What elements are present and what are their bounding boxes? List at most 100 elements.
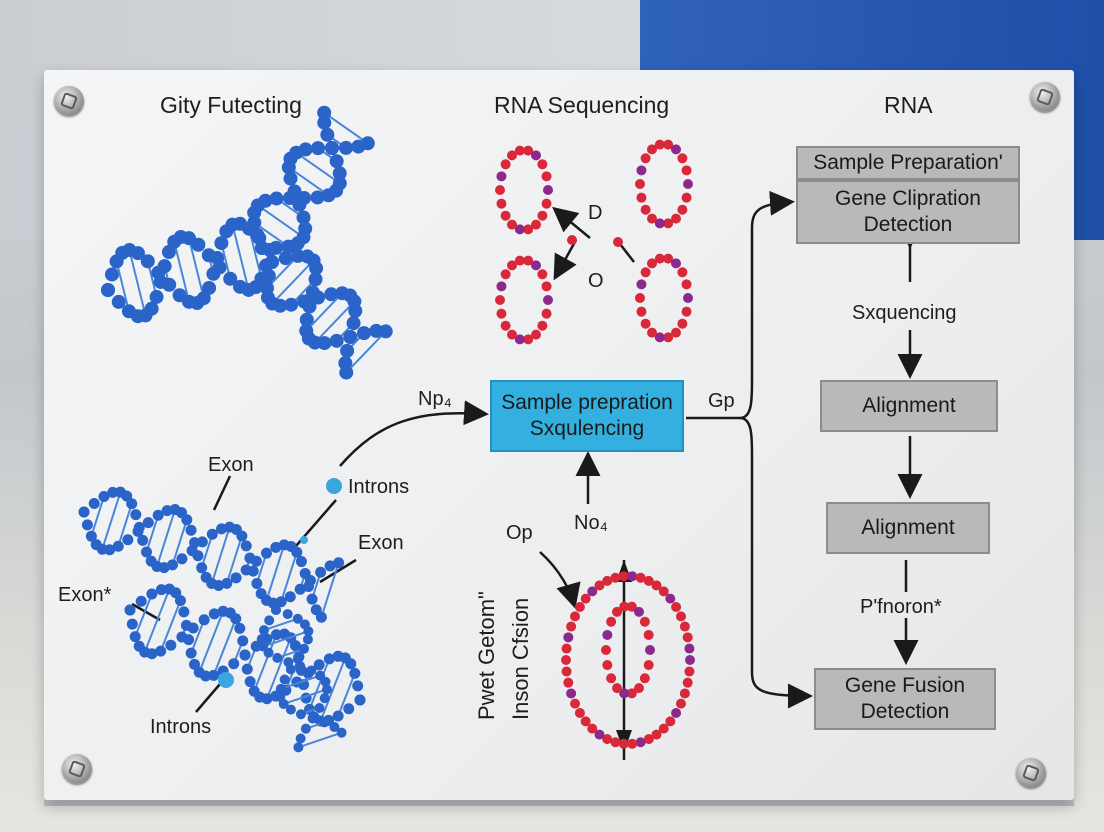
helix-bead — [514, 334, 525, 345]
helix-bead — [663, 218, 674, 229]
helix-rung — [271, 259, 315, 305]
helix-rung — [143, 588, 171, 653]
helix-bead — [261, 693, 273, 705]
arrow-d-2 — [552, 206, 591, 239]
helix-bead — [612, 606, 622, 617]
helix-bead — [256, 633, 267, 644]
helix-bead — [601, 645, 611, 655]
helix-bead — [496, 281, 507, 292]
helix-rung — [308, 658, 331, 710]
helix-bead — [146, 648, 158, 660]
helix-bead — [130, 509, 142, 521]
helix-bead — [679, 621, 690, 632]
helix-bead — [613, 237, 623, 247]
helix-bead — [496, 171, 507, 182]
helix-bead — [141, 546, 153, 558]
helix-rung — [265, 637, 292, 700]
helix-bead — [191, 237, 206, 252]
helix-bead — [681, 279, 692, 290]
helix-bead — [247, 215, 262, 230]
helix-rung — [280, 674, 321, 690]
label-d: D — [588, 202, 603, 224]
helix-bead — [315, 566, 327, 578]
helix-bead — [635, 293, 645, 303]
helix-bead — [295, 733, 306, 744]
helix-bead — [279, 674, 290, 685]
helix-bead — [496, 198, 507, 209]
helix-bead — [278, 698, 289, 709]
helix-rung — [345, 330, 387, 374]
helix-bead — [317, 115, 332, 130]
helix-bead — [643, 660, 654, 671]
helix-bead — [293, 742, 304, 753]
helix-bead — [202, 280, 217, 295]
helix-bead — [500, 269, 511, 280]
helix-rung — [337, 673, 356, 717]
helix-bead — [531, 150, 541, 161]
helix-bead — [671, 327, 681, 338]
helix-bead — [612, 683, 622, 694]
helix-bead — [635, 572, 646, 583]
label-np: Np₄ — [418, 388, 452, 410]
helix-bead — [275, 683, 286, 694]
helix-rung — [265, 544, 286, 601]
helix-bead — [677, 267, 688, 278]
helix-bead — [319, 717, 330, 728]
helix-rung — [190, 619, 206, 654]
helix-bead — [671, 144, 681, 155]
header-right: RNA — [884, 92, 933, 118]
helix-bead — [255, 241, 269, 255]
helix-bead — [326, 478, 342, 494]
helix-bead — [185, 524, 197, 536]
helix-rung — [283, 688, 328, 705]
helix-rung — [262, 630, 309, 648]
helix-bead — [157, 259, 172, 274]
alignment-box-1: Alignment — [820, 380, 998, 432]
helix-bead — [261, 268, 276, 283]
helix-rung — [90, 496, 105, 537]
helix-bead — [594, 580, 605, 591]
helix-rung — [298, 731, 342, 749]
helix-bead — [270, 629, 282, 641]
exon-left-pointer — [131, 602, 161, 622]
helix-bead — [671, 601, 682, 612]
helix-bead — [264, 615, 275, 626]
helix-bead — [223, 271, 238, 286]
helix-bead — [313, 659, 325, 671]
alignment-box-2: Alignment — [826, 502, 990, 554]
helix-bead — [133, 521, 145, 533]
helix-bead — [636, 165, 647, 176]
helix-rung — [231, 224, 250, 291]
helix-bead — [567, 235, 577, 245]
helix-bead — [640, 204, 651, 215]
helix-bead — [307, 713, 318, 724]
helix-bead — [654, 253, 665, 264]
helix-bead — [178, 606, 190, 618]
helix-bead — [144, 301, 159, 316]
helix-bead — [580, 593, 591, 604]
label-gp: Gp — [708, 390, 735, 412]
helix-bead — [85, 530, 97, 542]
helix-bead — [677, 204, 688, 215]
helix-bead — [221, 577, 233, 589]
helix-bead — [306, 593, 318, 605]
helix-bead — [311, 290, 326, 305]
arrow-d-3 — [619, 243, 635, 263]
helix-bead — [570, 698, 581, 709]
helix-bead — [338, 140, 353, 155]
helix-rung — [212, 618, 237, 676]
helix-bead — [654, 218, 665, 229]
helix-bead — [543, 295, 553, 305]
helix-bead — [500, 210, 511, 221]
helix-bead — [561, 643, 572, 654]
box-line: Gene Fusion — [844, 674, 966, 697]
exon-top-pointer — [212, 475, 232, 511]
helix-bead — [496, 308, 507, 319]
gene-clipration-box: Gene Clipration Detection — [796, 180, 1020, 244]
helix-bead — [636, 192, 647, 203]
helix-bead — [500, 159, 511, 170]
helix-rung — [117, 503, 133, 547]
helix-bead — [346, 316, 361, 331]
helix-bead — [285, 704, 296, 715]
helix-bead — [142, 517, 154, 529]
